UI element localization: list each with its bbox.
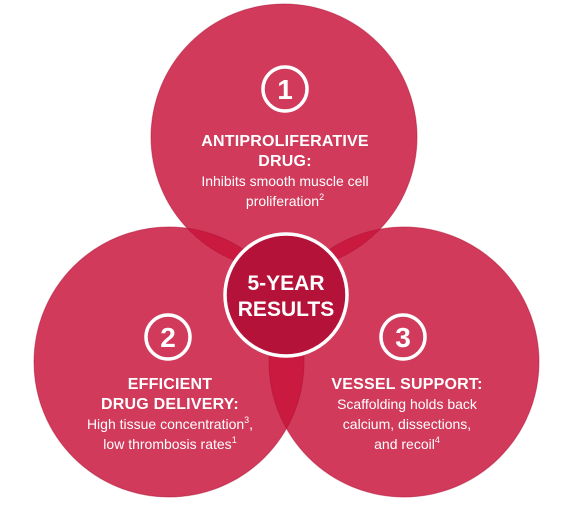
number-badge-2 — [144, 313, 192, 361]
circle-outline-3 — [268, 226, 540, 498]
center-badge: 5-YEAR RESULTS — [223, 232, 349, 358]
title-2-line-1: EFFICIENT — [128, 376, 212, 393]
title-2-line-2: DRUG DELIVERY: — [101, 396, 239, 413]
body-3-line-3: and recoil4 — [374, 435, 440, 452]
circle-antiproliferative-drug — [151, 4, 417, 270]
center-line-2: RESULTS — [238, 298, 334, 321]
footnote-1: 1 — [232, 435, 237, 445]
number-badge-1 — [261, 65, 309, 113]
circle-3-content: 3 VESSEL SUPPORT: Scaffolding holds back… — [331, 313, 482, 452]
center-line-1: 5-YEAR — [247, 272, 324, 295]
title-1-line-2: DRUG: — [258, 153, 311, 170]
number-1: 1 — [277, 74, 293, 105]
number-badge-3 — [379, 313, 427, 361]
title-3-line-1: VESSEL SUPPORT: — [331, 376, 482, 393]
circle-1-content: 1 ANTIPROLIFERATIVE DRUG: Inhibits smoot… — [201, 65, 369, 209]
body-2-line-1: High tissue concentration3, — [87, 415, 253, 432]
body-1-line-1: Inhibits smooth muscle cell — [201, 173, 368, 189]
circle-2-content: 2 EFFICIENT DRUG DELIVERY: High tissue c… — [87, 313, 253, 452]
number-3: 3 — [395, 322, 411, 353]
title-1-line-1: ANTIPROLIFERATIVE — [201, 133, 369, 150]
footnote-3: 3 — [244, 415, 249, 425]
center-circle — [223, 232, 349, 358]
body-1-line-2: proliferation2 — [246, 192, 324, 209]
circle-outline-2 — [33, 226, 305, 498]
footnote-2: 2 — [319, 192, 324, 202]
body-3-line-2: calcium, dissections, — [343, 416, 471, 432]
body-2-line-2: low thrombosis rates1 — [103, 435, 236, 452]
footnote-4: 4 — [435, 435, 440, 445]
number-2: 2 — [160, 322, 176, 353]
body-3-line-1: Scaffolding holds back — [337, 396, 478, 412]
